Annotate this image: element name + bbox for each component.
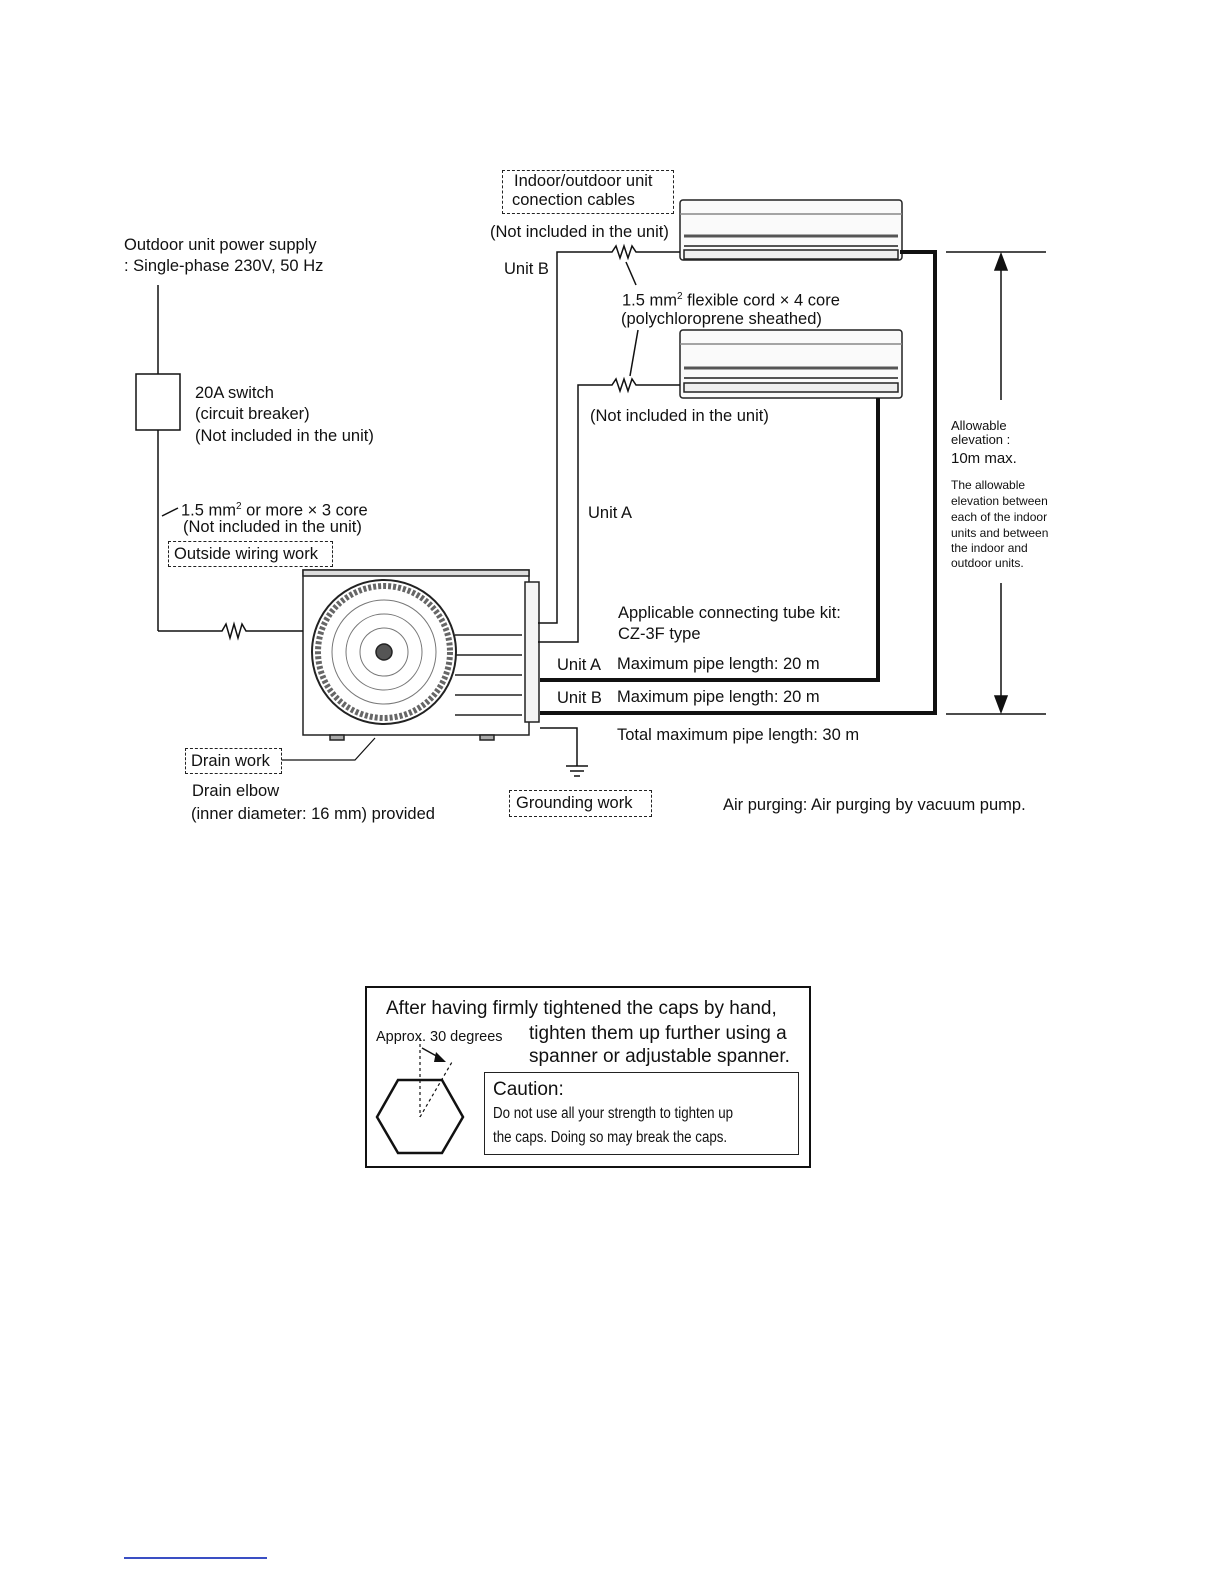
unit-b-pipe-label: Unit B	[557, 689, 602, 707]
caution-box	[484, 1072, 799, 1155]
grounding-work-box	[509, 790, 652, 817]
caution-title: Caution:	[493, 1079, 564, 1100]
grounding	[540, 727, 588, 777]
elevation-note-4: units and between	[951, 526, 1049, 540]
cable-unit-a	[538, 329, 680, 643]
total-pipe-length: Total maximum pipe length: 30 m	[617, 726, 860, 744]
elevation-note-5: the indoor and	[951, 541, 1028, 555]
instruction-line-1: After having firmly tightened the caps b…	[386, 998, 777, 1019]
indoor-unit-a	[679, 329, 903, 399]
unit-b-cable-label: Unit B	[504, 260, 549, 278]
elevation-note-6: outdoor units.	[951, 556, 1024, 570]
drain-work-box	[185, 748, 282, 774]
drain-leader	[282, 737, 376, 761]
wire-not-included-label: (Not included in the unit)	[183, 518, 362, 536]
elevation-arrow	[946, 251, 1046, 715]
connection-cables-label-2: conection cables	[512, 191, 635, 209]
hexagon-nut-icon	[375, 1038, 465, 1155]
tube-kit-label-2: CZ-3F type	[618, 625, 701, 643]
cable-unit-b	[538, 243, 680, 624]
air-purging-label: Air purging: Air purging by vacuum pump.	[723, 796, 1026, 814]
unit-a-cable-label: Unit A	[588, 504, 633, 522]
elevation-label-1: Allowable	[951, 418, 1007, 433]
unit-a-pipe-length: Maximum pipe length: 20 m	[617, 655, 820, 673]
not-included-top-label: (Not included in the unit)	[490, 223, 669, 241]
caution-text-2: the caps. Doing so may break the caps.	[493, 1129, 728, 1146]
cord-sheath-label: (polychloroprene sheathed)	[621, 310, 822, 328]
switch-label-2: (circuit breaker)	[195, 405, 310, 423]
instruction-line-2: tighten them up further using a	[529, 1023, 787, 1044]
outdoor-unit	[302, 569, 540, 741]
not-included-mid-label: (Not included in the unit)	[590, 407, 769, 425]
outside-wiring-box	[168, 541, 333, 567]
refrigerant-pipes	[540, 250, 937, 715]
wire-spec-label: 1.5 mm2 or more × 3 core	[181, 501, 368, 520]
grounding-work-label: Grounding work	[516, 794, 633, 812]
switch-label-3: (Not included in the unit)	[195, 427, 374, 445]
unit-a-pipe-label: Unit A	[557, 656, 602, 674]
connection-cables-box	[502, 170, 674, 214]
elevation-note-2: elevation between	[951, 494, 1048, 508]
drain-work-label: Drain work	[191, 752, 270, 770]
elevation-max-label: 10m max.	[951, 450, 1017, 467]
unit-b-pipe-length: Maximum pipe length: 20 m	[617, 688, 820, 706]
power-supply-wiring	[135, 285, 303, 641]
power-supply-label-2: : Single-phase 230V, 50 Hz	[124, 257, 324, 275]
cord-spec-label: 1.5 mm2 flexible cord × 4 core	[622, 291, 840, 310]
drain-elbow-label-1: Drain elbow	[192, 782, 280, 800]
elevation-note-1: The allowable	[951, 478, 1026, 492]
footer-rule	[124, 1557, 267, 1559]
power-supply-label-1: Outdoor unit power supply	[124, 236, 317, 254]
tightening-instruction-panel	[365, 986, 811, 1168]
instruction-line-3: spanner or adjustable spanner.	[529, 1046, 790, 1067]
elevation-note-3: each of the indoor	[951, 510, 1048, 524]
elevation-label-2: elevation :	[951, 432, 1011, 447]
outside-wiring-label: Outside wiring work	[174, 545, 318, 563]
angle-label: Approx. 30 degrees	[376, 1029, 503, 1045]
indoor-unit-b	[679, 199, 903, 261]
connection-cables-label-1: Indoor/outdoor unit	[514, 172, 653, 190]
switch-label-1: 20A switch	[195, 384, 274, 402]
drain-elbow-label-2: (inner diameter: 16 mm) provided	[191, 805, 435, 823]
caution-text-1: Do not use all your strength to tighten …	[493, 1105, 734, 1122]
tube-kit-label-1: Applicable connecting tube kit:	[618, 604, 841, 622]
